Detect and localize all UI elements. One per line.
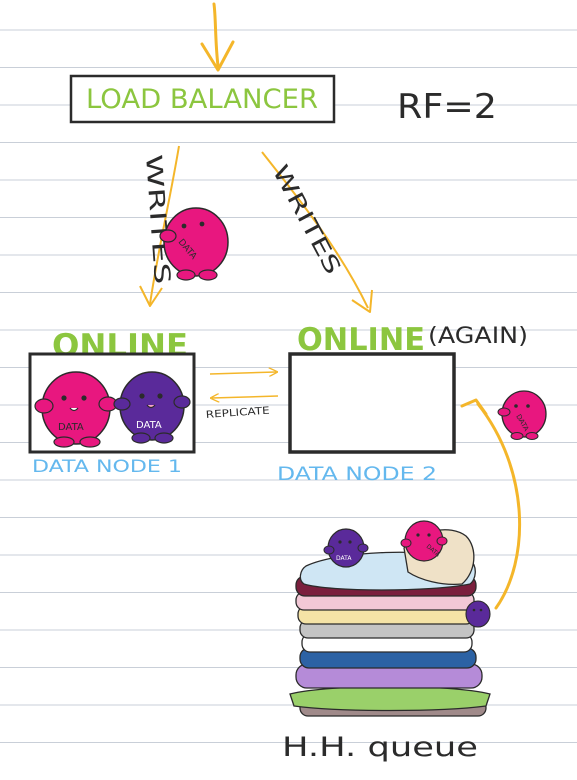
node2-again-label: (AGAIN) (428, 324, 528, 349)
rf-label: RF=2 (397, 87, 497, 127)
load-balancer: LOAD BALANCER (69, 74, 336, 124)
queue-label: H.H. queue (282, 732, 478, 763)
node2-status: ONLINE (297, 322, 425, 358)
writes-label-left: WRITES (140, 154, 174, 285)
data-blob-node1-purple: DATA (113, 371, 191, 444)
load-balancer-label: LOAD BALANCER (86, 84, 318, 115)
replicate-arrows (209, 372, 279, 398)
data-node-2 (288, 352, 456, 454)
replicate-label: REPLICATE (205, 406, 270, 421)
blob-label: DATA (336, 555, 352, 562)
handoff-arrow (460, 398, 522, 610)
data-node-1-label: DATA NODE 1 (32, 457, 182, 477)
data-node-1: DATA DATA (28, 352, 196, 454)
data-blob-queue-pink: DATA (400, 520, 448, 562)
data-blob-queue-purple: DATA (323, 528, 369, 568)
writes-arrow-right (261, 151, 373, 313)
blob-label: DATA (58, 422, 84, 433)
data-node-2-label: DATA NODE 2 (277, 463, 437, 485)
data-blob-queue-small-purple (465, 600, 491, 628)
writes-arrow-left (139, 145, 180, 307)
data-blob-node1-pink: DATA (34, 371, 118, 448)
blob-label: DATA (136, 420, 162, 431)
data-blob-arriving: DATA (497, 390, 547, 440)
incoming-arrow (200, 2, 235, 72)
writes-label-right: WRITES (267, 161, 345, 279)
hinted-handoff-queue (289, 529, 491, 717)
data-blob-writing: DATA (159, 207, 229, 281)
